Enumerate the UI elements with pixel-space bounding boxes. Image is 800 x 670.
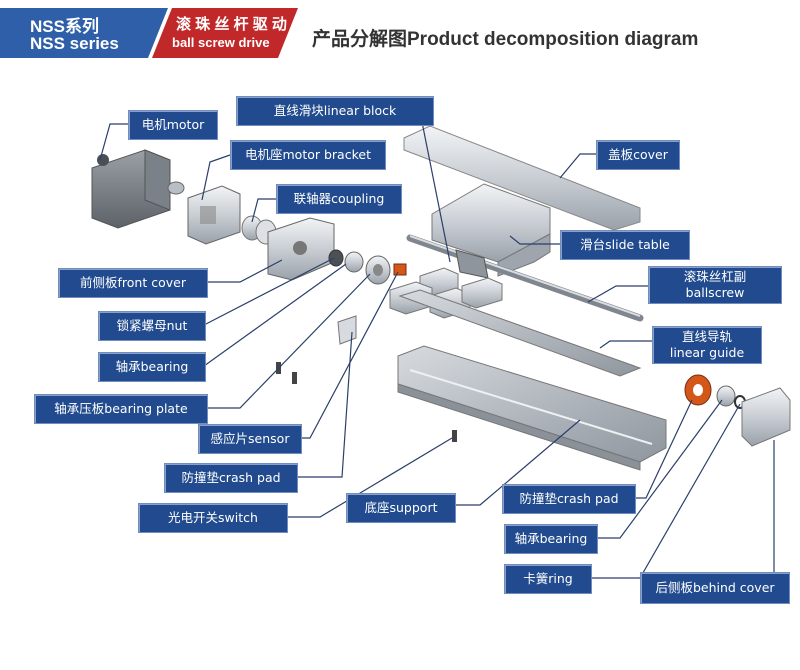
- crash-pad-left-part: [393, 263, 407, 276]
- support-part: [397, 345, 667, 471]
- label-bearing-left: 轴承bearing: [98, 352, 206, 382]
- label-switch: 光电开关switch: [138, 503, 288, 533]
- drive-cn: 滚 珠 丝 杆 驱 动: [176, 16, 287, 33]
- cover-part: [403, 125, 641, 231]
- label-ballscrew-en: ballscrew: [685, 285, 745, 300]
- label-ballscrew-cn: 滚珠丝杠副: [683, 269, 747, 284]
- series-cn: NSS系列: [30, 17, 99, 36]
- behind-cover-part: [741, 387, 791, 447]
- label-linear-guide-en: linear guide: [669, 345, 745, 360]
- leader-lines: [99, 111, 775, 579]
- motor-bracket-part: [187, 185, 241, 245]
- series-banner: [0, 8, 168, 58]
- nut-part: [328, 249, 364, 273]
- label-linear-guide-cn: 直线导轨: [681, 329, 732, 344]
- label-motor-bracket: 电机座motor bracket: [230, 140, 386, 170]
- page-title: 产品分解图Product decomposition diagram: [312, 29, 699, 50]
- crash-pad-right-part: [684, 374, 712, 406]
- label-bearing-right: 轴承bearing: [504, 524, 598, 554]
- label-bearing-plate: 轴承压板bearing plate: [34, 394, 208, 424]
- header-banners: [0, 8, 298, 58]
- label-linear-block: 直线滑块linear block: [236, 96, 434, 126]
- label-nut: 锁紧螺母nut: [98, 311, 206, 341]
- bearing-plate-part: [365, 255, 391, 285]
- label-sensor: 感应片sensor: [198, 424, 302, 454]
- sensor-part: [337, 315, 357, 345]
- label-cover: 盖板cover: [596, 140, 680, 170]
- label-motor: 电机motor: [128, 110, 218, 140]
- label-crash-pad-right: 防撞垫crash pad: [502, 484, 636, 514]
- drive-en: ball screw drive: [172, 35, 270, 50]
- motor-part: [91, 149, 185, 229]
- label-support: 底座support: [346, 493, 456, 523]
- series-en: NSS series: [30, 34, 119, 53]
- linear-guide-part: [398, 289, 642, 377]
- label-ballscrew: 滚珠丝杠副 ballscrew: [648, 266, 782, 304]
- label-slide-table: 滑台slide table: [560, 230, 690, 260]
- label-coupling: 联轴器coupling: [276, 184, 402, 214]
- drive-banner: [152, 8, 298, 58]
- front-cover-part: [267, 217, 335, 281]
- label-ring: 卡簧ring: [504, 564, 592, 594]
- label-crash-pad-left: 防撞垫crash pad: [164, 463, 298, 493]
- label-linear-guide: 直线导轨 linear guide: [652, 326, 762, 364]
- label-behind-cover: 后侧板behind cover: [640, 572, 790, 604]
- label-front-cover: 前侧板front cover: [58, 268, 208, 298]
